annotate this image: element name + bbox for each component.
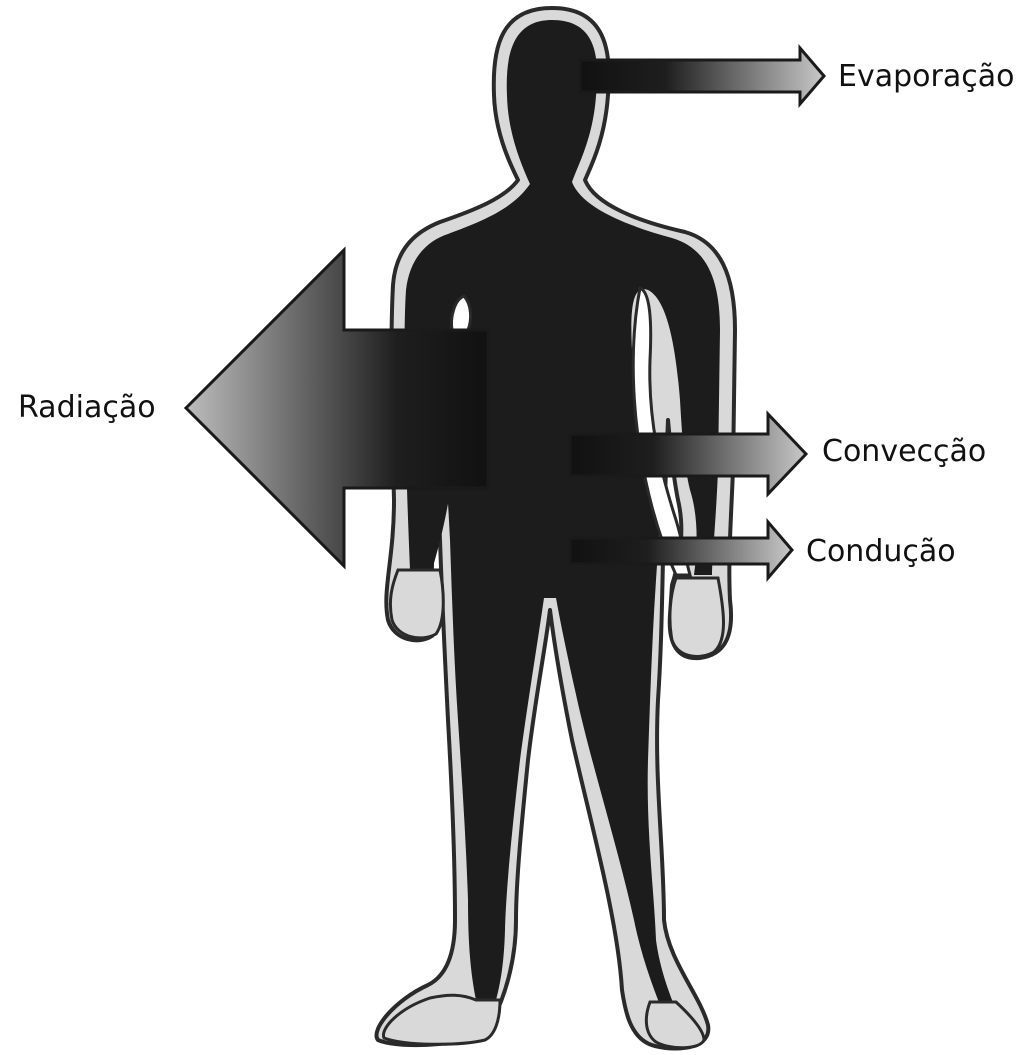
evaporation-label: Evaporação — [838, 62, 1014, 92]
left-hand — [390, 570, 443, 638]
convection-label: Convecção — [822, 437, 986, 467]
conduction-label: Condução — [806, 537, 956, 567]
radiation-label: Radiação — [18, 393, 156, 423]
evaporation-arrow — [580, 48, 824, 104]
human-figure — [376, 8, 735, 1048]
right-hand — [670, 578, 724, 656]
